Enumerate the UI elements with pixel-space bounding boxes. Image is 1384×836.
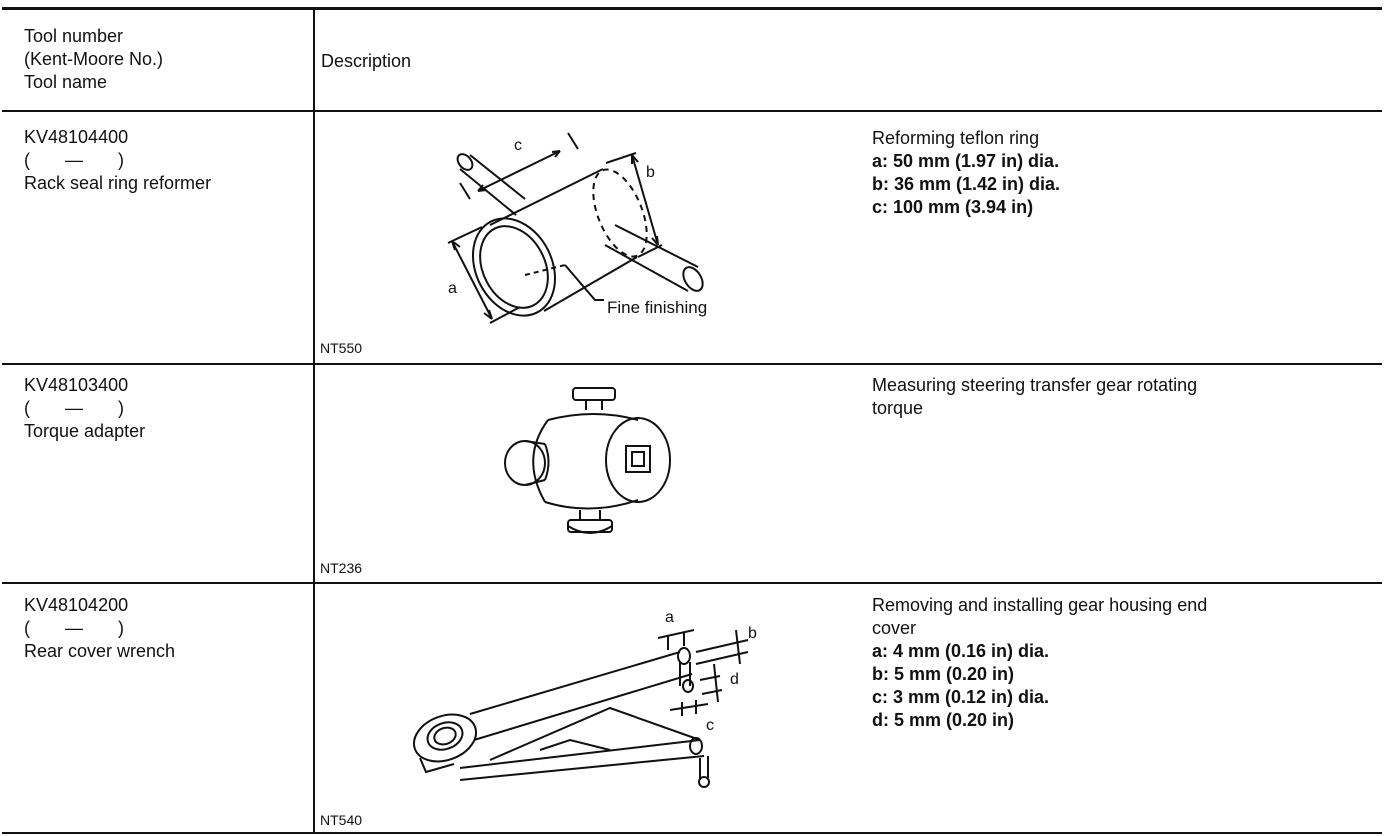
row2-bottom-rule <box>2 582 1382 584</box>
kent-moore-number: (—) <box>24 398 124 418</box>
dim-label-a: a <box>448 280 457 297</box>
spec-d: d: 5 mm (0.20 in) <box>872 710 1015 730</box>
row1-description: Reforming teflon ring a: 50 mm (1.97 in)… <box>872 127 1060 219</box>
header-line-tool-name: Tool name <box>24 72 108 92</box>
row1-bottom-rule <box>2 363 1382 365</box>
tool-number: KV48104200 <box>24 595 129 615</box>
spec-a: a: 50 mm (1.97 in) dia. <box>872 151 1060 171</box>
tool-name: Torque adapter <box>24 421 146 441</box>
header-tool-column: Tool number (Kent-Moore No.) Tool name <box>24 25 163 94</box>
spec-c: c: 3 mm (0.12 in) dia. <box>872 687 1050 707</box>
fine-finishing-callout: Fine finishing <box>607 298 707 317</box>
row2-description: Measuring steering transfer gear rotatin… <box>872 374 1197 420</box>
spec-b: b: 5 mm (0.20 in) <box>872 664 1015 684</box>
tool-name: Rack seal ring reformer <box>24 173 212 193</box>
kent-moore-number: (—) <box>24 618 124 638</box>
tool-name: Rear cover wrench <box>24 641 176 661</box>
figure-code: NT540 <box>320 812 363 828</box>
header-line-tool-number: Tool number <box>24 26 124 46</box>
header-line-kent-moore: (Kent-Moore No.) <box>24 49 164 69</box>
table-bottom-rule <box>2 832 1382 834</box>
row1-tool-info: KV48104400 (—) Rack seal ring reformer <box>24 126 211 195</box>
dim-label-d: d <box>730 671 739 688</box>
description-text: Reforming teflon ring <box>872 128 1040 148</box>
header-description: Description <box>321 51 412 71</box>
row3-description: Removing and installing gear housing end… <box>872 594 1207 732</box>
spec-b: b: 36 mm (1.42 in) dia. <box>872 174 1061 194</box>
row3-tool-info: KV48104200 (—) Rear cover wrench <box>24 594 175 663</box>
torque-adapter-figure <box>504 387 671 534</box>
dim-label-c: c <box>514 137 522 154</box>
dim-label-c: c <box>706 717 714 734</box>
table-top-rule <box>2 7 1382 10</box>
rear-cover-wrench-figure: a b d c <box>413 609 757 788</box>
figure-code: NT236 <box>320 560 363 576</box>
rack-seal-ring-reformer-figure: a b c Fine finishing <box>447 132 707 324</box>
description-line: cover <box>872 618 917 638</box>
tool-number: KV48103400 <box>24 375 129 395</box>
spec-a: a: 4 mm (0.16 in) dia. <box>872 641 1050 661</box>
column-divider <box>313 8 315 834</box>
description-line: Removing and installing gear housing end <box>872 595 1208 615</box>
kent-moore-number: (—) <box>24 150 124 170</box>
header-bottom-rule <box>2 110 1382 112</box>
description-line: Measuring steering transfer gear rotatin… <box>872 375 1198 395</box>
row2-tool-info: KV48103400 (—) Torque adapter <box>24 374 145 443</box>
dim-label-b: b <box>748 625 757 642</box>
dim-label-a: a <box>665 609 674 626</box>
dim-label-b: b <box>646 164 655 181</box>
figure-code: NT550 <box>320 340 363 356</box>
tool-number: KV48104400 <box>24 127 129 147</box>
spec-c: c: 100 mm (3.94 in) <box>872 197 1034 217</box>
description-line: torque <box>872 398 924 418</box>
